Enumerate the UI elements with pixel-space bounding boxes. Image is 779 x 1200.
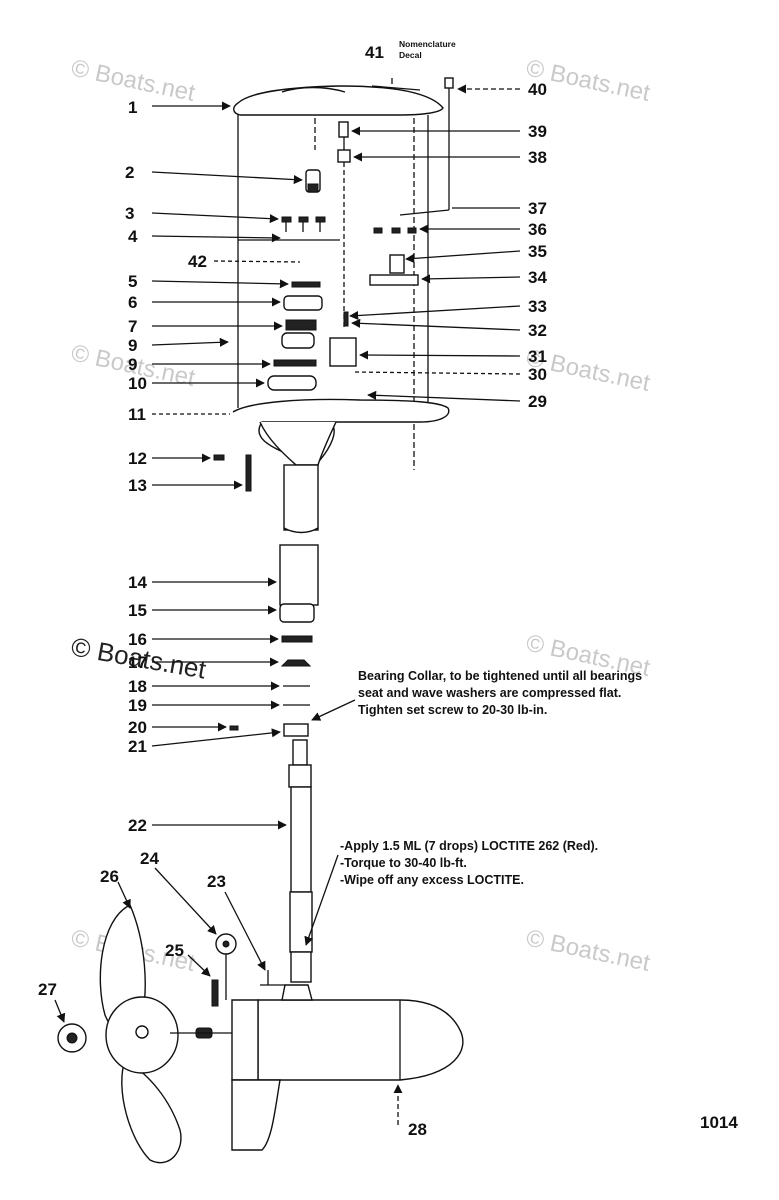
part-label-22: 22: [128, 816, 147, 835]
part-label-42: 42: [188, 252, 207, 271]
part-label-9b: 9: [128, 355, 137, 374]
note-loctite-line3: -Wipe off any excess LOCTITE.: [340, 873, 524, 887]
part-label-38: 38: [528, 148, 547, 167]
part-label-15: 15: [128, 601, 147, 620]
part-number-labels: 1 2 3 4 42 5 6 7 9 9 10 11 12 13 14 15 1…: [38, 39, 547, 1139]
part-label-18: 18: [128, 677, 147, 696]
part-label-30: 30: [528, 365, 547, 384]
watermark: © Boats.net: [524, 924, 653, 977]
part-label-9a: 9: [128, 336, 137, 355]
part-label-7: 7: [128, 317, 137, 336]
part-label-36: 36: [528, 220, 547, 239]
part-label-41: 41: [365, 43, 384, 62]
part-label-26: 26: [100, 867, 119, 886]
note-bearing-collar-line2: seat and wave washers are compressed fla…: [358, 686, 621, 700]
part-label-1: 1: [128, 98, 137, 117]
part-label-11: 11: [128, 405, 146, 424]
part-label-3: 3: [125, 204, 134, 223]
part-label-40: 40: [528, 80, 547, 99]
part-label-2: 2: [125, 163, 134, 182]
note-loctite-line2: -Torque to 30-40 lb-ft.: [340, 856, 467, 870]
part-label-17: 17: [128, 653, 147, 672]
part-label-5: 5: [128, 272, 137, 291]
decal-label: Decal: [399, 50, 422, 60]
part-label-27: 27: [38, 980, 57, 999]
part-label-23: 23: [207, 872, 226, 891]
part-label-24: 24: [140, 849, 159, 868]
part-label-21: 21: [128, 737, 147, 756]
part-label-25: 25: [165, 941, 184, 960]
part-label-19: 19: [128, 696, 147, 715]
part-label-39: 39: [528, 122, 547, 141]
part-label-34: 34: [528, 268, 547, 287]
part-label-31: 31: [528, 347, 547, 366]
part-label-32: 32: [528, 321, 547, 340]
note-loctite-line1: -Apply 1.5 ML (7 drops) LOCTITE 262 (Red…: [340, 839, 598, 853]
part-label-20: 20: [128, 718, 147, 737]
assembly-notes: Bearing Collar, to be tightened until al…: [340, 669, 642, 887]
part-label-14: 14: [128, 573, 147, 592]
leader-lines: [54, 78, 521, 1125]
part-label-28: 28: [408, 1120, 427, 1139]
note-bearing-collar-line3: Tighten set screw to 20-30 lb-in.: [358, 703, 547, 717]
part-label-12: 12: [128, 449, 147, 468]
part-label-29: 29: [528, 392, 547, 411]
part-label-10: 10: [128, 374, 147, 393]
part-label-6: 6: [128, 293, 137, 312]
part-label-35: 35: [528, 242, 547, 261]
part-label-13: 13: [128, 476, 147, 495]
part-label-16: 16: [128, 630, 147, 649]
note-bearing-collar-line1: Bearing Collar, to be tightened until al…: [358, 669, 642, 683]
part-label-4: 4: [128, 227, 138, 246]
nomenclature-label: Nomenclature: [399, 39, 456, 49]
part-label-33: 33: [528, 297, 547, 316]
figure-number: 1014: [700, 1113, 738, 1132]
parts-drawing: [57, 77, 464, 1164]
part-label-37: 37: [528, 199, 547, 218]
